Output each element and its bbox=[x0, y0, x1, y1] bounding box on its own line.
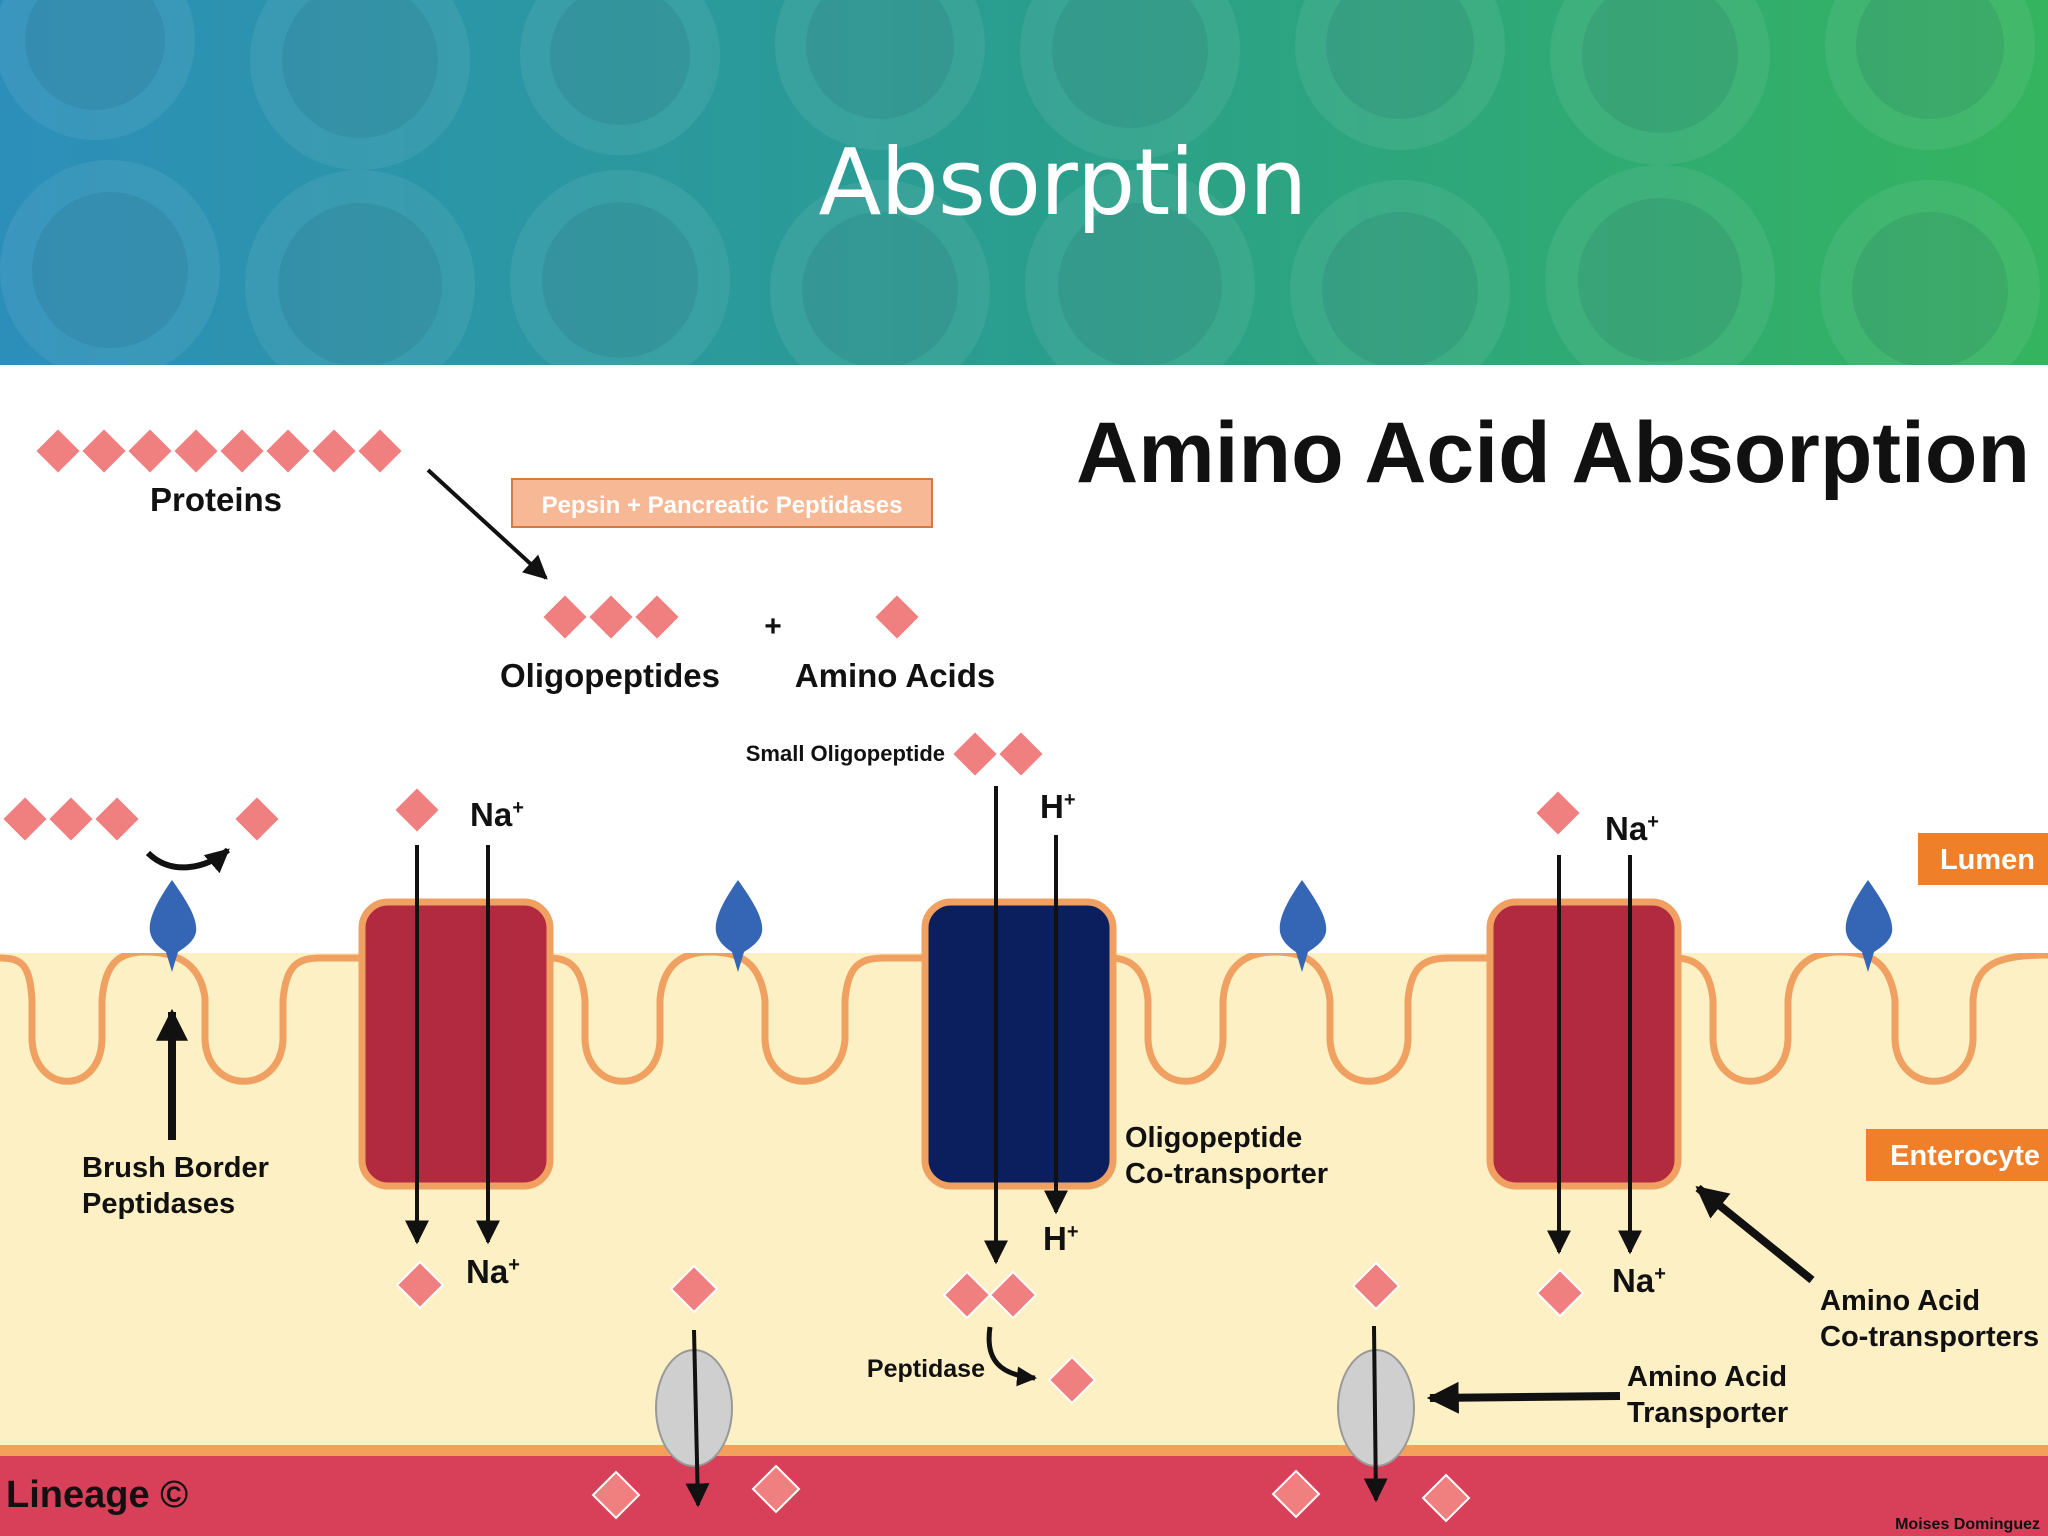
slide-title: Absorption bbox=[818, 129, 1307, 236]
basolateral-membrane bbox=[0, 1445, 2048, 1457]
proteins-label: Proteins bbox=[150, 481, 282, 518]
na-label: Na+ bbox=[466, 1253, 520, 1290]
aa-transporter-label-line2: Transporter bbox=[1627, 1397, 1788, 1429]
brush-border-label-line2: Peptidases bbox=[82, 1188, 235, 1220]
peptidase-enzyme-icon bbox=[1845, 880, 1893, 972]
food-bowls-pattern bbox=[0, 0, 2040, 365]
amino-acid-diamond bbox=[586, 592, 636, 642]
enterocyte-tag bbox=[1866, 1129, 2048, 1181]
small-oligopeptide bbox=[950, 729, 1046, 779]
na-amino-acid-cotransporter-left bbox=[358, 898, 554, 1190]
amino-acid-cytoplasm bbox=[1351, 1261, 1401, 1311]
amino-acid-diamond bbox=[263, 426, 313, 476]
diagram-title: Amino Acid Absorption bbox=[1076, 405, 2030, 501]
amino-acid-diamond bbox=[33, 426, 83, 476]
na-label: Na+ bbox=[1605, 810, 1659, 847]
aa-cotransporters-arrow bbox=[1695, 1184, 1815, 1284]
author-credit: Moises Dominguez bbox=[1895, 1516, 2040, 1533]
amino-acid-diamond bbox=[125, 426, 175, 476]
oligopeptides-label: Oligopeptides bbox=[500, 657, 720, 694]
amino-acids-label: Amino Acids bbox=[795, 657, 995, 694]
h-label: H+ bbox=[1043, 1220, 1079, 1257]
pepsin-box bbox=[511, 478, 933, 528]
peptidase-enzyme-icon bbox=[715, 880, 763, 972]
lumen-tag bbox=[1918, 833, 2048, 885]
blood-vessel-band bbox=[0, 1456, 2048, 1536]
digestion-arrow bbox=[426, 468, 548, 580]
na-amino-acid-cotransporter-right bbox=[1486, 898, 1682, 1190]
amino-acid-cytoplasm bbox=[1535, 1268, 1585, 1318]
dipeptide-cytoplasm bbox=[942, 1270, 1038, 1320]
enterocyte-label: Enterocyte bbox=[1890, 1140, 2040, 1172]
amino-acid-diamond bbox=[540, 592, 590, 642]
amino-acid-diamond bbox=[217, 426, 267, 476]
amino-acid-cytoplasm bbox=[395, 1260, 445, 1310]
amino-acid-cytoplasm bbox=[669, 1264, 719, 1314]
basolateral-transport-arrow bbox=[685, 1329, 710, 1508]
peptidase-arrow bbox=[986, 1326, 1037, 1387]
aa-transporter-label-line1: Amino Acid bbox=[1627, 1361, 1787, 1393]
amino-acid-lumen bbox=[392, 785, 442, 835]
amino-acid-diamond bbox=[79, 426, 129, 476]
peptidase-label: Peptidase bbox=[867, 1355, 985, 1383]
protein-chain bbox=[33, 426, 405, 476]
basolateral-transport-arrow bbox=[1363, 1325, 1388, 1503]
free-amino-acid bbox=[872, 592, 922, 642]
amino-acid-diamond bbox=[355, 426, 405, 476]
slide-header: Absorption bbox=[0, 0, 2048, 365]
brush-border-peptidases bbox=[149, 880, 1893, 972]
lumen-label: Lumen bbox=[1940, 844, 2035, 876]
small-oligopeptide-label: Small Oligopeptide bbox=[746, 741, 945, 766]
aa-cotransporters-label-line1: Amino Acid bbox=[1820, 1285, 1980, 1317]
header-background bbox=[0, 0, 2048, 365]
na-label: Na+ bbox=[470, 796, 524, 833]
aa-transporter-arrow bbox=[1426, 1381, 1621, 1414]
oligopeptide-cotransporter-label-line1: Oligopeptide bbox=[1125, 1122, 1302, 1154]
lumen-peptide-chain bbox=[0, 794, 282, 844]
aa-cotransporters-label-line2: Co-transporters bbox=[1820, 1321, 2039, 1353]
h-label: H+ bbox=[1040, 788, 1076, 825]
brush-border-label-line1: Brush Border bbox=[82, 1152, 269, 1184]
amino-acid-released bbox=[1047, 1355, 1097, 1405]
amino-acid-diamond bbox=[309, 426, 359, 476]
na-label: Na+ bbox=[1612, 1262, 1666, 1299]
peptidase-enzyme-icon bbox=[149, 880, 197, 972]
pepsin-label: Pepsin + Pancreatic Peptidases bbox=[542, 492, 903, 519]
amino-acid-diamond bbox=[632, 592, 682, 642]
cleavage-arrow bbox=[145, 847, 230, 874]
amino-acid-diamond bbox=[171, 426, 221, 476]
lineage-credit: Lineage © bbox=[6, 1474, 188, 1516]
peptidase-enzyme-icon bbox=[1279, 880, 1327, 972]
oligopeptide-cotransporter bbox=[921, 898, 1117, 1190]
plus-sign: + bbox=[764, 610, 782, 643]
amino-acid-lumen bbox=[1533, 788, 1583, 838]
amino-acid-absorption-diagram: Amino Acid Absorption Proteins Pepsin + … bbox=[0, 365, 2048, 1536]
oligopeptide-cotransporter-label-line2: Co-transporter bbox=[1125, 1158, 1328, 1190]
oligopeptide-chain bbox=[540, 592, 682, 642]
blood-amino-acids bbox=[591, 1464, 1471, 1523]
